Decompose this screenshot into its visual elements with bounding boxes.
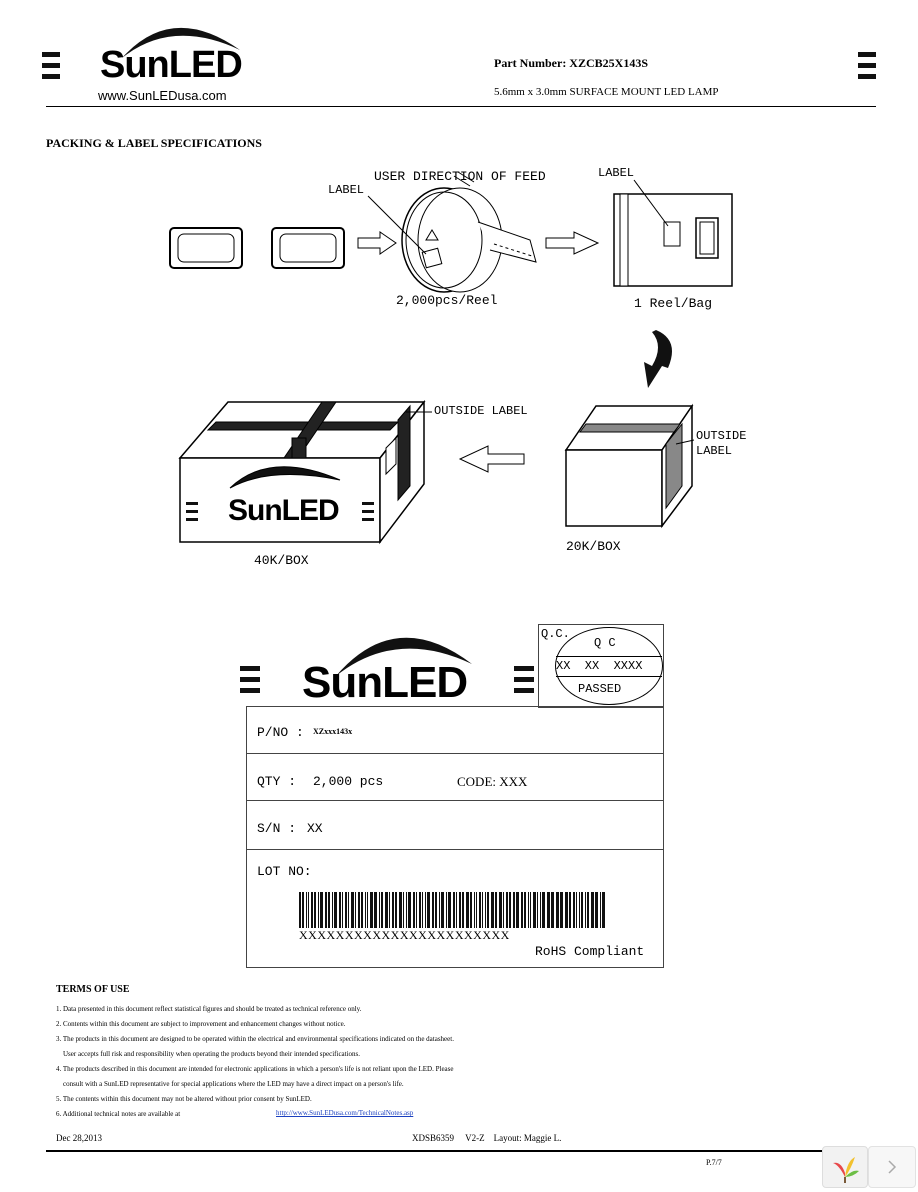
led-part-1 bbox=[169, 227, 243, 269]
terms-item: 2. Contents within this document are sub… bbox=[56, 1020, 346, 1028]
arrow-left-icon bbox=[458, 445, 525, 473]
terms-item: 4. The products described in this docume… bbox=[56, 1065, 454, 1073]
lot-label: LOT NO: bbox=[257, 864, 312, 879]
barcode bbox=[299, 892, 605, 928]
header-website: www.SunLEDusa.com bbox=[98, 88, 227, 103]
packing-diagram bbox=[169, 171, 733, 545]
header-divider bbox=[46, 106, 876, 107]
footer-divider bbox=[46, 1150, 826, 1152]
qc-stamp: Q C XX XX XXXX PASSED bbox=[555, 627, 663, 705]
code-value: CODE: XXX bbox=[457, 774, 528, 789]
box-40k bbox=[178, 399, 426, 545]
sn-label: S/N : bbox=[257, 821, 297, 836]
sn-value: XX bbox=[307, 821, 323, 836]
right-brand-bars bbox=[858, 52, 876, 85]
pno-value: XZxxx143x bbox=[313, 727, 353, 736]
arrow-right-icon bbox=[357, 231, 397, 255]
arrow-right-icon bbox=[545, 231, 600, 255]
lot-row: LOT NO: XXXXXXXXXXXXXXXXXXXXXXX RoHS Com… bbox=[247, 850, 663, 966]
box-20k-text: 20K/BOX bbox=[566, 539, 621, 554]
terms-item: 6. Additional technical notes are availa… bbox=[56, 1110, 181, 1118]
label-fields: P/NO : XZxxx143x QTY : 2,000 pcs CODE: X… bbox=[246, 706, 664, 968]
curved-arrow-icon bbox=[644, 330, 672, 388]
sunled-logo-arc bbox=[122, 27, 240, 58]
footer-date: Dec 28,2013 bbox=[56, 1133, 102, 1143]
terms-list: 1. Data presented in this document refle… bbox=[56, 1002, 454, 1122]
qty-label: QTY : bbox=[257, 774, 297, 789]
qc-stamp-top: Q C bbox=[594, 636, 616, 650]
pno-row: P/NO : XZxxx143x bbox=[247, 707, 663, 754]
box-20k bbox=[564, 403, 694, 529]
header-brand-logo: SunLED bbox=[100, 44, 243, 86]
box-brand-logo: SunLED bbox=[228, 494, 340, 527]
bag-qty-text: 1 Reel/Bag bbox=[634, 296, 713, 311]
qc-box: Q.C. Q C XX XX XXXX PASSED bbox=[538, 624, 664, 708]
barcode-text: XXXXXXXXXXXXXXXXXXXXXXX bbox=[299, 928, 510, 942]
terms-item: 5. The contents within this document may… bbox=[56, 1095, 312, 1103]
rohs-text: RoHS Compliant bbox=[535, 944, 645, 959]
technical-notes-link[interactable]: http://www.SunLEDusa.com/TechnicalNotes.… bbox=[276, 1109, 414, 1117]
qc-stamp-mid: XX XX XXXX bbox=[556, 659, 643, 673]
outside-label-small-text-2: LABEL bbox=[696, 444, 733, 458]
terms-item: consult with a SunLED representative for… bbox=[56, 1080, 404, 1088]
label-logo-arc bbox=[336, 637, 472, 676]
bag bbox=[613, 193, 733, 287]
outside-label-small-text-1: OUTSIDE bbox=[696, 429, 747, 443]
qty-value: 2,000 pcs bbox=[313, 774, 384, 789]
footer-doc-info: XDSB6359 V2-Z Layout: Maggie L. bbox=[412, 1133, 562, 1143]
terms-item: 3. The products in this document are des… bbox=[56, 1035, 454, 1043]
part-number: Part Number: XZCB25X143S bbox=[494, 56, 648, 70]
viewer-next-button[interactable] bbox=[868, 1146, 916, 1188]
section-title: PACKING & LABEL SPECIFICATIONS bbox=[46, 136, 262, 150]
label-text: LABEL bbox=[328, 183, 365, 197]
product-subtitle: 5.6mm x 3.0mm SURFACE MOUNT LED LAMP bbox=[494, 86, 719, 98]
reel-qty-text: 2,000pcs/Reel bbox=[396, 293, 498, 308]
feed-direction-text: USER DIRECTION OF FEED bbox=[374, 169, 546, 184]
label-left-bars bbox=[240, 666, 260, 699]
pno-label: P/NO : bbox=[257, 725, 304, 740]
leaf-logo-icon bbox=[833, 1157, 859, 1183]
page-number: P.7/7 bbox=[706, 1158, 722, 1167]
terms-title: TERMS OF USE bbox=[56, 984, 130, 995]
sn-row: S/N : XX bbox=[247, 801, 663, 850]
led-part-2 bbox=[271, 227, 345, 269]
qc-stamp-line-2 bbox=[556, 676, 662, 677]
label-right-bars bbox=[514, 666, 534, 699]
chevron-right-icon bbox=[888, 1160, 897, 1174]
reel bbox=[401, 187, 537, 293]
box-40k-text: 40K/BOX bbox=[254, 553, 309, 568]
outside-label-big-text: OUTSIDE LABEL bbox=[434, 404, 528, 418]
terms-item: User accepts full risk and responsibilit… bbox=[56, 1050, 361, 1058]
label-card: SunLED Q.C. Q C XX XX XXXX PASSED P/NO :… bbox=[240, 618, 666, 970]
qc-stamp-line-1 bbox=[556, 656, 662, 657]
viewer-logo-button[interactable] bbox=[822, 1146, 868, 1188]
left-brand-bars bbox=[42, 52, 60, 85]
bag-label-text: LABEL bbox=[598, 166, 635, 180]
qc-stamp-bottom: PASSED bbox=[578, 682, 622, 696]
label-brand-logo: SunLED bbox=[302, 658, 468, 707]
qc-title: Q.C. bbox=[541, 627, 570, 641]
qty-row: QTY : 2,000 pcs CODE: XXX bbox=[247, 754, 663, 801]
terms-item: 1. Data presented in this document refle… bbox=[56, 1005, 362, 1013]
